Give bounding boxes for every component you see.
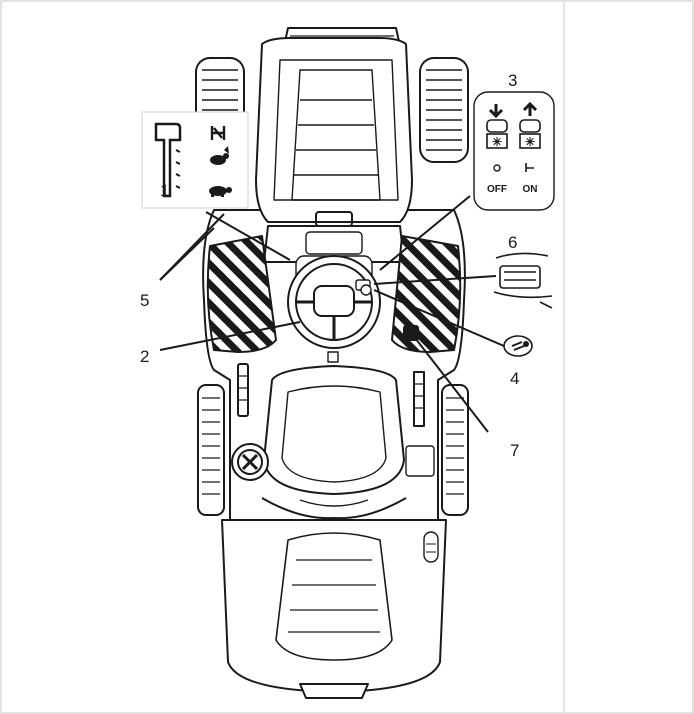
off-symbol bbox=[493, 164, 501, 172]
headlight-up-icon: ✳ bbox=[519, 101, 541, 149]
svg-text:✳: ✳ bbox=[492, 135, 502, 149]
turtle-icon bbox=[209, 186, 232, 197]
callout-3: 3 bbox=[508, 71, 517, 90]
light-panel: ✳ ✳ OFF ON bbox=[473, 91, 555, 211]
callout-6: 6 bbox=[508, 233, 517, 252]
left-footboard bbox=[206, 235, 277, 353]
rabbit-icon bbox=[210, 146, 229, 165]
callout-4: 4 bbox=[510, 369, 519, 388]
callout-1: 1 bbox=[160, 181, 169, 200]
throttle-panel: 1 bbox=[141, 111, 249, 209]
mower-top-view bbox=[195, 27, 469, 699]
side-detail-inset bbox=[493, 252, 553, 309]
callout-5: 5 bbox=[140, 291, 149, 310]
rear-left-wheel bbox=[197, 384, 225, 516]
choke-icon bbox=[210, 126, 226, 140]
throttle-lever-icon bbox=[154, 122, 182, 198]
ignition-key-icon bbox=[503, 335, 533, 357]
on-symbol bbox=[525, 163, 534, 172]
headlight-down-icon: ✳ bbox=[486, 104, 508, 149]
callout-7: 7 bbox=[510, 441, 519, 460]
svg-text:✳: ✳ bbox=[525, 135, 535, 149]
fuel-cap bbox=[231, 443, 269, 481]
off-label: OFF bbox=[487, 184, 507, 195]
seat bbox=[263, 365, 405, 495]
rear-right-wheel bbox=[441, 384, 469, 516]
on-label: ON bbox=[523, 184, 538, 195]
front-right-wheel bbox=[419, 57, 469, 163]
steering-wheel bbox=[287, 255, 381, 349]
callout-2: 2 bbox=[140, 347, 149, 366]
right-footboard bbox=[391, 235, 462, 353]
leader-lines bbox=[159, 195, 505, 433]
